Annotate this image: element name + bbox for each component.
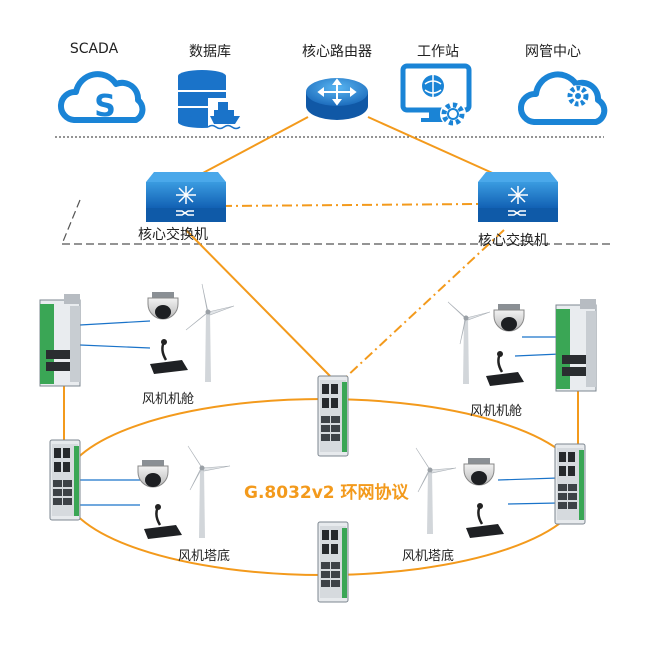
left-base-camera-icon <box>137 460 169 488</box>
scada-cloud-icon: S <box>57 71 146 124</box>
ring-top-switch-icon <box>317 375 349 457</box>
workstation-icon <box>400 63 472 127</box>
gear-icon <box>567 85 589 107</box>
right-nacelle-wind-turbine-icon <box>447 301 491 384</box>
nms-center-cloud-icon <box>517 71 608 125</box>
gear-icon <box>440 101 466 127</box>
ring-right-switch-icon <box>554 443 586 525</box>
ring-protocol-label: G.8032v2 环网协议 <box>244 483 409 503</box>
right-base-wind-turbine-icon <box>415 447 457 534</box>
svg-text:S: S <box>94 89 116 124</box>
link-left-nacelle-camera <box>79 320 151 326</box>
right-nacelle-label: 风机机舱 <box>470 404 523 419</box>
database-label: 数据库 <box>189 44 231 60</box>
right-nacelle-microphone-icon <box>486 351 524 386</box>
left-nacelle-camera-icon <box>147 292 179 320</box>
ring-left-switch-icon <box>49 439 81 521</box>
right-base-camera-icon <box>463 458 495 486</box>
link-left-core-ring <box>185 229 331 377</box>
left-core-switch-label: 核心交换机 <box>138 227 208 243</box>
left-tower-base-label: 风机塔底 <box>178 549 231 564</box>
core-separator-slant <box>61 199 81 245</box>
link-left-nacelle-mic <box>79 344 151 349</box>
link-core-core-dashed <box>221 203 479 207</box>
core-router-label: 核心路由器 <box>302 44 372 60</box>
database-icon <box>178 70 242 130</box>
scada-label: SCADA <box>69 41 119 57</box>
left-nacelle-label: 风机机舱 <box>142 392 195 407</box>
right-tower-base-label: 风机塔底 <box>402 549 455 564</box>
right-nacelle-switch-icon <box>555 299 597 392</box>
left-base-wind-turbine-icon <box>187 445 231 538</box>
nms-center-label: 网管中心 <box>525 44 581 60</box>
core-router-icon <box>306 78 368 120</box>
ring-bottom-switch-icon <box>317 521 349 603</box>
left-nacelle-switch-icon <box>39 294 81 387</box>
link-right-core-ring-dashed <box>344 229 505 379</box>
link-router-right-core <box>367 116 509 181</box>
left-nacelle-wind-turbine-icon <box>185 283 235 382</box>
right-core-switch-label: 核心交换机 <box>478 233 548 249</box>
left-core-switch-icon <box>146 172 226 222</box>
right-nacelle-camera-icon <box>493 304 525 332</box>
ship-icon <box>207 98 242 130</box>
link-right-nacelle-mic <box>514 353 561 357</box>
right-base-microphone-icon <box>466 503 504 538</box>
device-links <box>79 320 561 506</box>
link-router-left-core <box>185 116 309 183</box>
left-nacelle-microphone-icon <box>150 339 188 374</box>
link-right-base-mic <box>507 502 559 505</box>
left-base-microphone-icon <box>144 504 182 539</box>
right-core-switch-icon <box>478 172 558 222</box>
link-right-base-camera <box>497 477 559 481</box>
workstation-label: 工作站 <box>417 44 459 60</box>
